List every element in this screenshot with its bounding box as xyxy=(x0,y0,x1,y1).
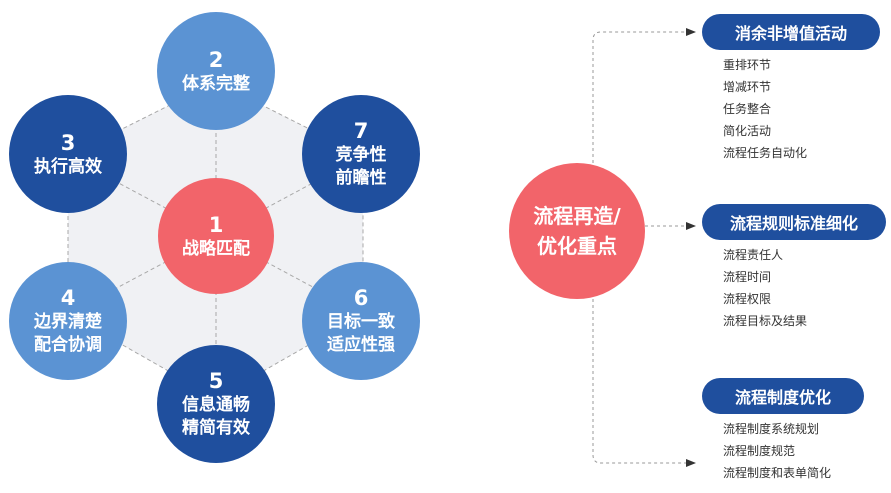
list-item: 流程时间 xyxy=(723,270,772,284)
node-1-label: 战略匹配 xyxy=(182,238,250,259)
connector-bottom xyxy=(592,299,696,467)
list-item: 流程制度规范 xyxy=(723,444,796,458)
list-item: 重排环节 xyxy=(723,58,772,72)
node-4-circle: 4 边界清楚 配合协调 xyxy=(9,262,127,380)
focus-connectors xyxy=(592,28,696,467)
node-3-label: 执行高效 xyxy=(34,156,102,177)
focus-label: 流程再造/ 优化重点 xyxy=(533,204,621,258)
group-3-list: 流程制度系统规划 流程制度规范 流程制度和表单简化 xyxy=(723,418,831,484)
group-1-title-pill: 消余非增值活动 xyxy=(702,14,880,50)
list-item: 流程目标及结果 xyxy=(723,314,808,328)
list-item: 增减环节 xyxy=(723,80,772,94)
node-6-label: 目标一致 适应性强 xyxy=(327,312,395,355)
list-item: 流程制度系统规划 xyxy=(723,422,820,436)
group-1-title: 消余非增值活动 xyxy=(734,24,847,43)
node-2-number: 2 xyxy=(208,47,224,72)
connector-top xyxy=(592,28,696,163)
group-2-title: 流程规则标准细化 xyxy=(729,214,858,233)
node-7-number: 7 xyxy=(353,119,369,143)
node-1-center-circle: 1 战略匹配 xyxy=(158,178,274,294)
list-item: 流程权限 xyxy=(723,292,772,306)
group-1-list: 重排环节 增减环节 任务整合 简化活动 流程任务自动化 xyxy=(723,54,807,164)
node-4-label: 边界清楚 配合协调 xyxy=(34,312,102,355)
node-3-number: 3 xyxy=(60,130,76,155)
node-4-number: 4 xyxy=(60,286,76,310)
group-2-list: 流程责任人 流程时间 流程权限 流程目标及结果 xyxy=(723,244,807,332)
node-5-circle: 5 信息通畅 精简有效 xyxy=(157,345,275,463)
node-2-label: 体系完整 xyxy=(182,73,250,94)
list-item: 流程责任人 xyxy=(723,248,784,262)
node-5-number: 5 xyxy=(208,369,224,393)
group-3-title-pill: 流程制度优化 xyxy=(702,378,864,414)
node-2-circle: 2 体系完整 xyxy=(157,12,275,130)
node-6-circle: 6 目标一致 适应性强 xyxy=(302,262,420,380)
node-1-number: 1 xyxy=(208,212,224,237)
focus-circle: 流程再造/ 优化重点 xyxy=(509,163,645,299)
list-item: 任务整合 xyxy=(723,102,772,116)
list-item: 流程任务自动化 xyxy=(723,146,808,160)
node-3-circle: 3 执行高效 xyxy=(9,95,127,213)
node-7-label: 竞争性 前瞻性 xyxy=(335,145,387,188)
group-3-title: 流程制度优化 xyxy=(734,388,831,407)
node-6-number: 6 xyxy=(353,286,369,310)
list-item: 流程制度和表单简化 xyxy=(723,466,832,480)
node-7-circle: 7 竞争性 前瞻性 xyxy=(302,95,420,213)
node-5-label: 信息通畅 精简有效 xyxy=(182,395,250,438)
group-2-title-pill: 流程规则标准细化 xyxy=(702,204,886,240)
list-item: 简化活动 xyxy=(723,124,772,138)
